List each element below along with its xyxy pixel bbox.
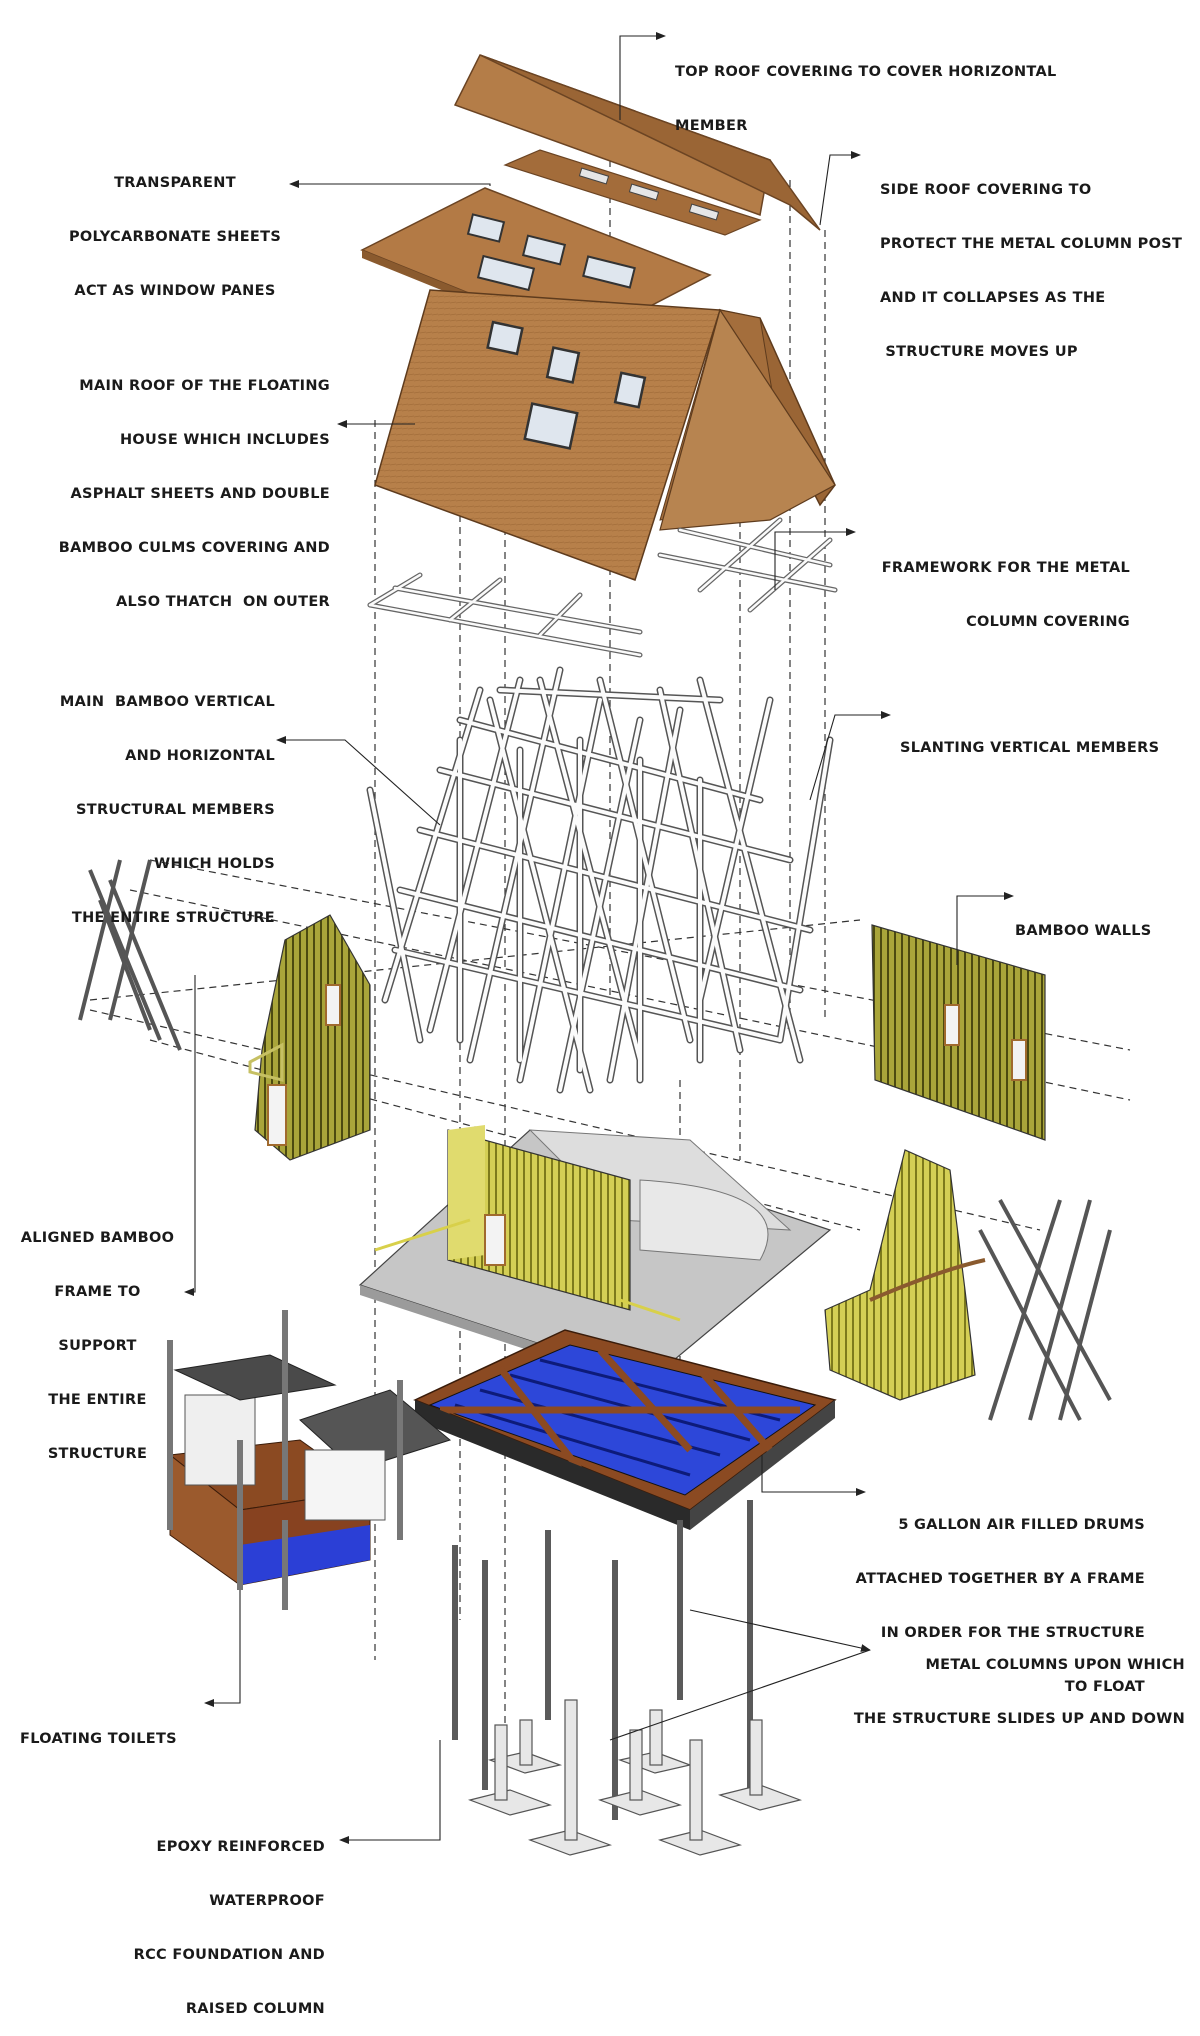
rcc-foundation: [467, 1699, 803, 1856]
label-line: EPOXY REINFORCED: [156, 1839, 325, 1855]
label-line: STRUCTURAL MEMBERS: [76, 802, 275, 818]
left-x-brace-frame: [78, 859, 182, 1051]
lower-right-bamboo-wall: [824, 1149, 986, 1401]
metal-columns: [452, 1500, 753, 1820]
label-line: HOUSE WHICH INCLUDES: [119, 432, 330, 448]
label-line: RCC FOUNDATION AND: [133, 1947, 325, 1963]
label-metal-columns: METAL COLUMNS UPON WHICH THE STRUCTURE S…: [850, 1620, 1185, 1746]
label-line: ACT AS WINDOW PANES: [74, 283, 276, 299]
bamboo-structural-frame-inner: [368, 668, 832, 1092]
label-line: POLYCARBONATE SHEETS: [68, 229, 282, 245]
label-line: STRUCTURE: [47, 1446, 148, 1462]
metal-column-covering-framework-inner: [368, 518, 837, 657]
label-line: STRUCTURE MOVES UP: [880, 344, 1078, 360]
label-line: WHICH HOLDS: [154, 856, 275, 872]
label-top-roof-covering: TOP ROOF COVERING TO COVER HORIZONTAL ME…: [675, 27, 1057, 153]
label-line: THE ENTIRE: [48, 1392, 147, 1408]
label-rcc-foundation: EPOXY REINFORCED WATERPROOF RCC FOUNDATI…: [100, 1802, 325, 2036]
floating-house-exploded-diagram: [78, 32, 1131, 1856]
label-line: MEMBER: [675, 118, 748, 134]
label-line: SUPPORT: [58, 1338, 137, 1354]
label-line: ALIGNED BAMBOO: [20, 1230, 175, 1246]
left-bamboo-wall: [248, 914, 371, 1161]
label-line: THE STRUCTURE SLIDES UP AND DOWN: [853, 1711, 1185, 1727]
label-aligned-bamboo-frame: ALIGNED BAMBOO FRAME TO SUPPORT THE ENTI…: [10, 1193, 185, 1481]
label-line: FRAME TO: [54, 1284, 141, 1300]
label-line: 5 GALLON AIR FILLED DRUMS: [898, 1517, 1145, 1533]
label-polycarbonate-sheets: TRANSPARENT POLYCARBONATE SHEETS ACT AS …: [60, 138, 290, 318]
label-line: MAIN BAMBOO VERTICAL: [59, 694, 275, 710]
label-line: RAISED COLUMN: [185, 2001, 325, 2017]
air-drum-platform: [413, 1329, 837, 1530]
label-line: TRANSPARENT: [114, 175, 236, 191]
label-line: ALSO THATCH ON OUTER: [115, 594, 330, 610]
label-line: SLANTING VERTICAL MEMBERS: [900, 740, 1160, 756]
top-roof-covering: [453, 54, 821, 236]
floating-toilets: [167, 1310, 452, 1610]
label-line: SIDE ROOF COVERING TO: [880, 182, 1092, 198]
label-line: AND IT COLLAPSES AS THE: [880, 290, 1106, 306]
right-bamboo-wall: [871, 924, 1046, 1141]
label-line: ATTACHED TOGETHER BY A FRAME: [855, 1571, 1145, 1587]
label-line: IN ORDER FOR THE STRUCTURE: [880, 1625, 1145, 1641]
label-line: BAMBOO CULMS COVERING AND: [58, 540, 330, 556]
main-roof: [374, 289, 836, 581]
label-line: TO FLOAT: [1064, 1679, 1145, 1695]
label-slanting-vertical-members: SLANTING VERTICAL MEMBERS: [900, 703, 1159, 775]
label-line: METAL COLUMNS UPON WHICH: [925, 1657, 1185, 1673]
label-line: THE ENTIRE STRUCTURE: [71, 910, 275, 926]
label-line: WATERPROOF: [209, 1893, 325, 1909]
label-line: TOP ROOF COVERING TO COVER HORIZONTAL: [675, 64, 1057, 80]
label-floating-toilets: FLOATING TOILETS: [20, 1694, 177, 1766]
label-side-roof-covering: SIDE ROOF COVERING TO PROTECT THE METAL …: [880, 145, 1182, 379]
label-line: MAIN ROOF OF THE FLOATING: [79, 378, 330, 394]
label-line: FRAMEWORK FOR THE METAL: [881, 560, 1130, 576]
label-metal-column-covering-framework: FRAMEWORK FOR THE METAL COLUMN COVERING: [860, 523, 1130, 649]
label-main-roof: MAIN ROOF OF THE FLOATING HOUSE WHICH IN…: [40, 341, 330, 629]
label-line: BAMBOO WALLS: [1015, 923, 1152, 939]
label-line: AND HORIZONTAL: [125, 748, 275, 764]
label-line: COLUMN COVERING: [966, 614, 1130, 630]
label-line: ASPHALT SHEETS AND DOUBLE: [70, 486, 330, 502]
label-line: FLOATING TOILETS: [20, 1731, 177, 1747]
label-main-bamboo-members: MAIN BAMBOO VERTICAL AND HORIZONTAL STRU…: [30, 657, 275, 945]
label-bamboo-walls: BAMBOO WALLS: [1015, 886, 1152, 958]
label-line: PROTECT THE METAL COLUMN POST: [880, 236, 1183, 252]
leader-lines: [184, 32, 1014, 1844]
label-air-filled-drums: 5 GALLON AIR FILLED DRUMS ATTACHED TOGET…: [845, 1480, 1145, 1714]
right-x-brace-frame: [978, 1199, 1112, 1421]
